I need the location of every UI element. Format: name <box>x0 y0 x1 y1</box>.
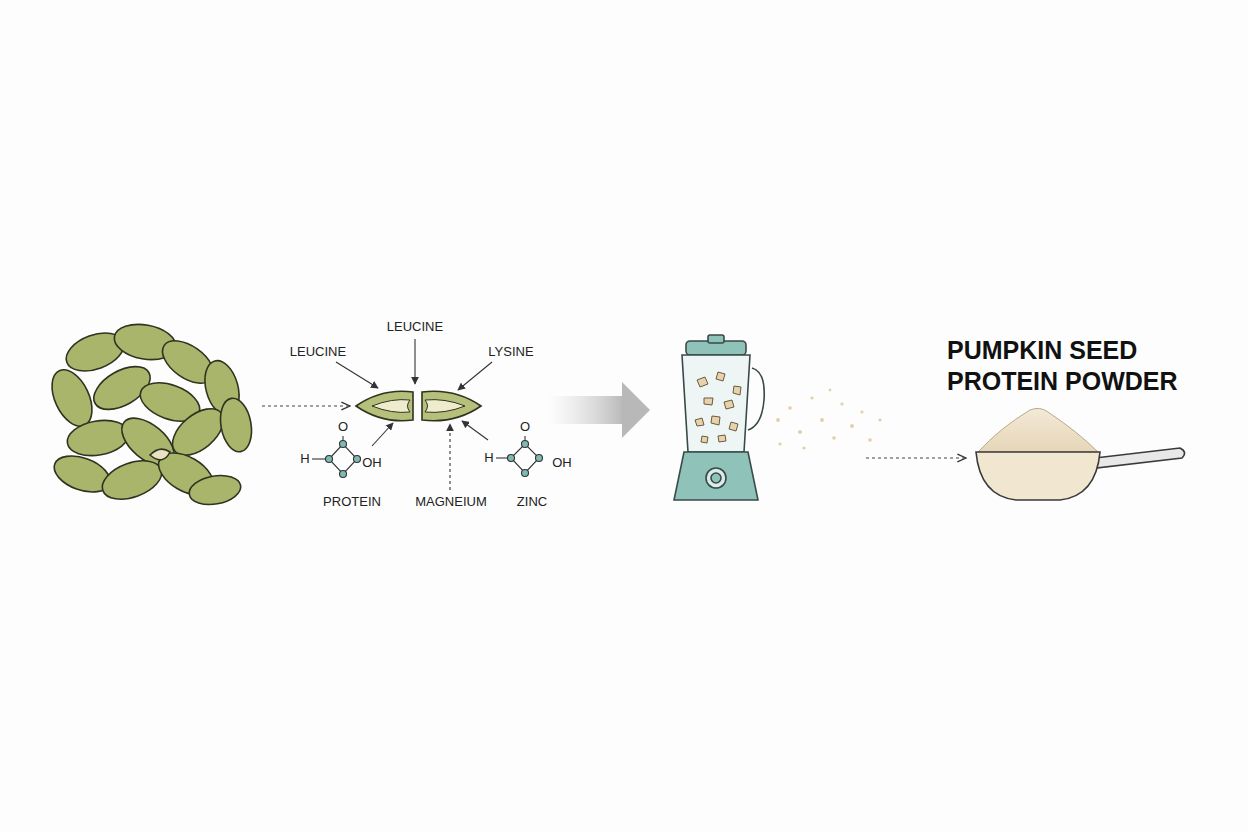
split-seed <box>356 391 481 420</box>
title: PUMPKIN SEED PROTEIN POWDER <box>947 335 1197 396</box>
nutrient-label: LEUCINE <box>290 345 346 359</box>
powder-scoop <box>976 408 1185 500</box>
nutrient-label: LEUCINE <box>387 320 443 334</box>
atom-label: OH <box>552 456 572 470</box>
powder-dots <box>776 389 882 450</box>
nutrient-label: PROTEIN <box>323 495 381 509</box>
molecule-icon <box>312 436 361 478</box>
atom-label: H <box>300 452 309 466</box>
seed-cluster <box>44 320 256 508</box>
dotted-arrow <box>866 457 966 458</box>
atom-label: H <box>484 451 493 465</box>
atom-label: OH <box>362 456 382 470</box>
dotted-arrow <box>262 405 350 406</box>
atom-label: O <box>338 420 348 434</box>
leader-arrows <box>336 339 492 490</box>
blender <box>674 335 764 500</box>
nutrient-label: MAGNEIUM <box>415 495 487 509</box>
molecule-icon <box>496 436 543 477</box>
process-arrow <box>548 382 650 438</box>
nutrient-label: LYSINE <box>488 345 533 359</box>
nutrient-label: ZINC <box>517 495 547 509</box>
atom-label: O <box>520 420 530 434</box>
